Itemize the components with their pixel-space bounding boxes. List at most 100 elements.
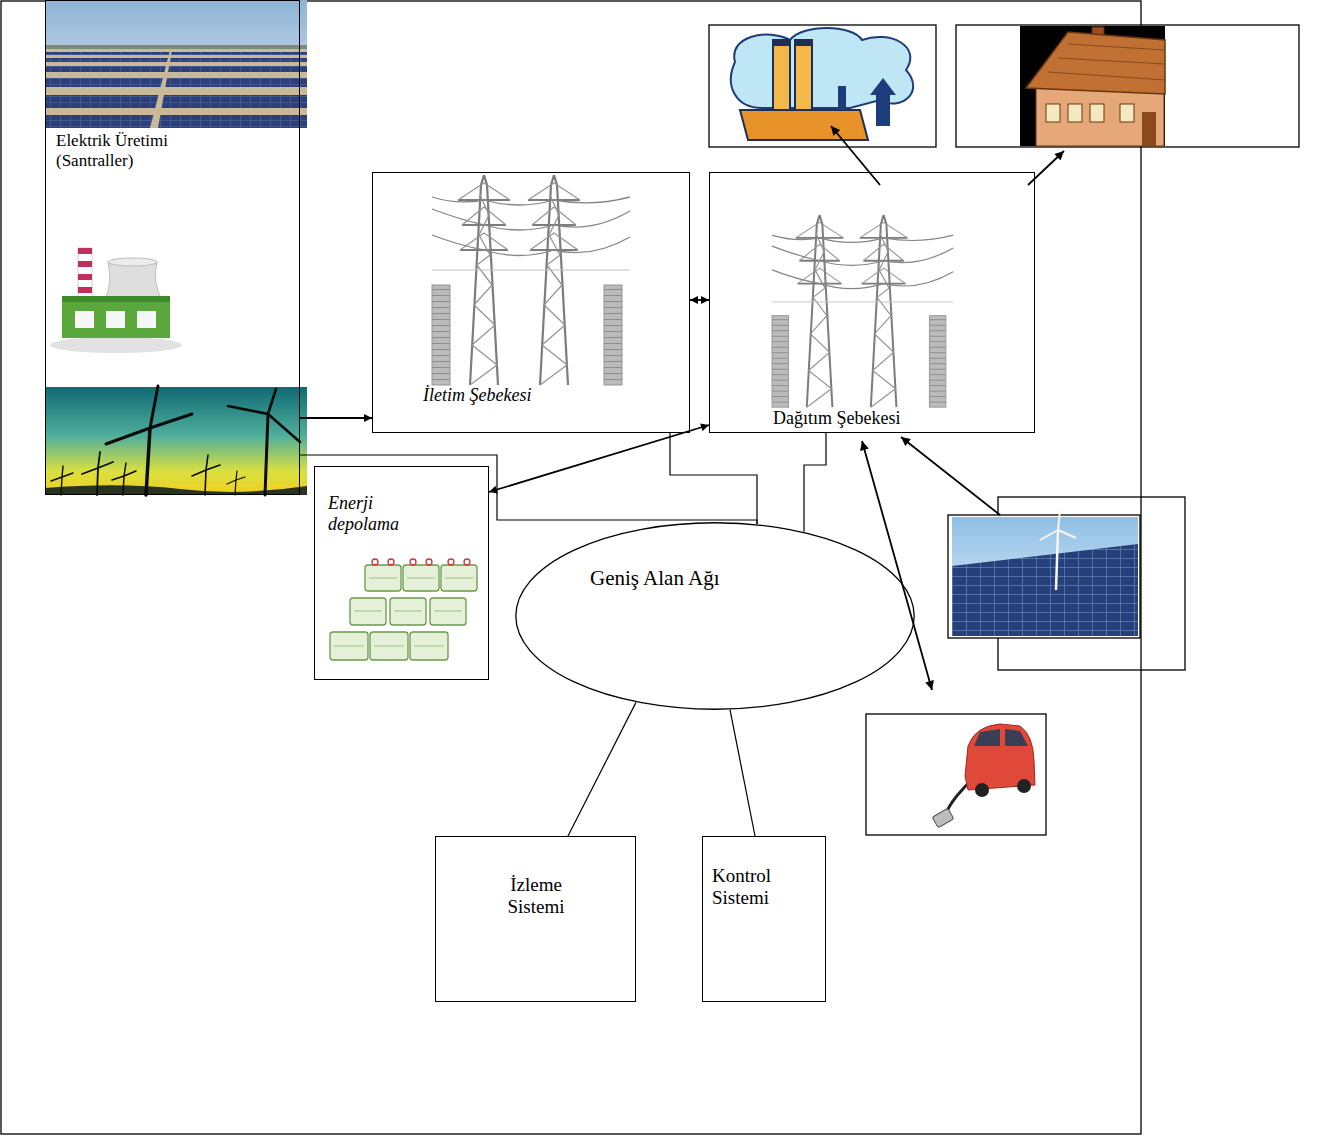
solar-farm-photo [45,115,307,128]
factory-picture [740,110,868,140]
house-picture [1090,104,1104,122]
wind-farm-photo [45,387,307,495]
monitoring-box: İzleme Sistemi [435,836,636,1002]
solar-farm-photo [45,52,307,55]
electric-car-picture [1005,729,1028,746]
node-label: Elektrik Üretimi (Santraller) [56,131,206,170]
battery-stack-picture [388,559,394,565]
power-plant-icon [105,262,162,300]
electric-car-picture [932,808,954,827]
wind-farm-photo [51,386,300,495]
solar-wind-photo [1056,530,1058,590]
solar-wind-photo [952,517,1138,636]
ellipse-outline [516,523,914,709]
distribution-towers-picture [772,215,953,407]
node-label: İletim Şebekesi [423,385,531,406]
network-link [670,433,757,524]
power-plant-icon [62,302,170,338]
solar-farm-photo [45,78,307,87]
distribution-box: Dağıtım Şebekesi [709,172,1035,433]
wind-farm-photo [82,452,113,495]
storage-box: Enerji depolama [314,466,489,680]
wind-farm-photo [265,414,268,495]
power-plant-icon [78,261,92,267]
node-label: Dağıtım Şebekesi [773,408,900,429]
battery-stack-picture [330,565,477,660]
wind-farm-photo [106,386,192,444]
solar-farm-photo [150,50,172,128]
supply-arrows [901,437,1000,515]
wind-farm-photo [51,466,73,495]
factory-picture [870,78,896,95]
solar-wind-photo [952,510,1138,636]
power-flow-arrow [300,417,372,419]
power-flow-arrow [489,425,709,492]
solar-farm-photo [45,0,307,128]
electric-car-picture [975,783,989,797]
node-label: Kontrol Sistemi [712,865,802,909]
battery-stack-picture [372,559,470,565]
solar-farm-photo [45,48,307,128]
frame-border [1,1,1141,1134]
supply-arrows [862,441,932,690]
power-plant-icon [78,248,92,254]
battery-stack-picture [426,559,432,565]
factory-box [709,25,936,147]
house-picture [1026,32,1165,94]
node-label: Enerji depolama [328,493,423,534]
power-plant-icon [50,337,182,353]
house-picture [1046,104,1060,122]
solar-farm-photo [45,95,307,108]
battery-stack-picture [464,559,470,565]
node-label: İzleme Sistemi [486,874,586,918]
solar-wind-box [948,515,1140,638]
house-picture [1020,26,1165,146]
house-box [956,25,1299,147]
house-picture [1046,104,1134,122]
power-plant-icon [78,287,92,293]
ellipse-outline [515,522,915,710]
transmission-box: İletim Şebekesi [372,172,690,433]
electric-car-picture [1017,779,1031,793]
wind-farm-photo [45,485,307,495]
solar-farm-photo [45,66,307,72]
power-plant-icon [78,248,92,300]
factory-picture [731,28,913,140]
power-plant-icon [62,296,170,302]
network-link [804,433,826,532]
battery-stack-picture [410,559,416,565]
supply-arrows [1028,151,1064,185]
factory-picture [795,40,812,46]
factory-picture [838,86,846,110]
factory-picture [773,40,790,46]
battery-stack-picture [334,578,473,646]
distribution-towers-picture [772,215,953,407]
solar-farm-photo [45,58,307,62]
ev-box [866,714,1046,835]
solar-farm-photo [45,0,307,128]
generation-box: Elektrik Üretimi (Santraller) [45,0,300,495]
house-picture [1020,26,1165,146]
battery-stack-picture [334,578,473,646]
supply-arrows [831,126,880,185]
factory-picture [876,94,890,126]
transmission-towers-picture [432,175,630,385]
power-plant-icon [108,258,157,266]
transmission-towers-picture [432,175,630,385]
electric-car-picture [932,724,1035,828]
network-link [568,702,636,836]
battery-stack-picture [330,559,477,660]
wind-farm-photo [146,428,150,495]
solar-farm-photo [45,45,307,49]
power-plant-icon [75,311,94,328]
power-plant-icon [50,248,182,353]
network-link [730,710,755,836]
house-picture [1120,104,1134,122]
battery-stack-picture [372,559,378,565]
house-picture [1068,104,1082,122]
factory-picture [773,40,790,115]
factory-picture [795,40,812,115]
wind-farm-photo [192,455,220,495]
